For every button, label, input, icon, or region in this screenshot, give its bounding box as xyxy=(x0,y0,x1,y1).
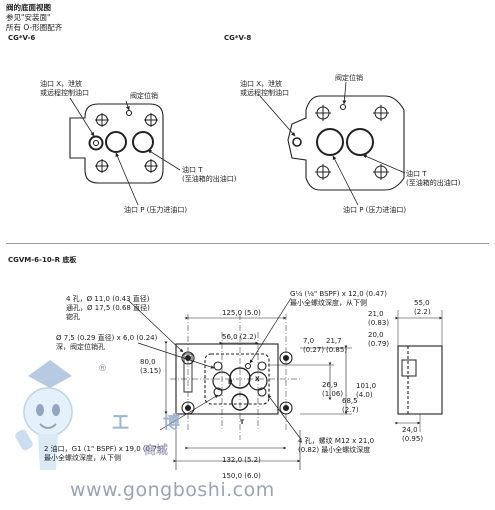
note-g14-port: G¹⁄₄ (¹⁄₄" BSPF) x 12,0 (0.47) 最小全螺纹深度，从… xyxy=(290,290,387,307)
mascot-robot xyxy=(15,360,73,470)
dim-101-0: 101,0 (4.0) xyxy=(356,382,377,399)
page-header: 阀的底面视图 参见"安装面" 所有 O-形圈配齐 xyxy=(6,3,62,33)
mark-p: P xyxy=(228,379,233,386)
right-port-x-label: 油口 X，泄放 或远程控制油口 xyxy=(240,80,289,97)
dim-125: 125,0 (5.0) xyxy=(222,309,261,317)
cgv8-leaders xyxy=(259,81,406,206)
subplate-leaders xyxy=(127,297,301,439)
dim-150: 150,0 (6.0) xyxy=(222,472,261,480)
left-port-t-label: 油口 T (至油箱的出油口) xyxy=(182,166,237,183)
right-port-p-label: 油口 P (压力进油口) xyxy=(343,206,407,214)
right-view-title: CG*V-8 xyxy=(224,34,252,42)
dim-80-0: 80,0 (3.15) xyxy=(140,358,162,375)
note-4-threads: 4 孔，螺纹 M12 x 21,0 (0.82) 最小全螺纹深度 xyxy=(298,437,375,454)
note-2-ports: 2 油口，G1 (1" BSPF) x 19,0 (0.75) 最小全螺纹深度，… xyxy=(44,445,164,462)
left-locating-pin-label: 阀定位销 xyxy=(130,92,158,100)
header-line-3: 所有 O-形圈配齐 xyxy=(6,23,63,32)
dim-56: 56,0 (2.2) xyxy=(222,333,257,341)
mark-x: X xyxy=(255,376,260,383)
watermark-url: www.gongboshi.com xyxy=(70,479,275,501)
cgv6-valve-outline xyxy=(69,103,164,184)
dim-132: 132,0 (5.2) xyxy=(222,456,261,464)
dim-21-7: 21,7 (0.85) xyxy=(326,337,348,354)
right-locating-pin-label: 阀定位销 xyxy=(335,74,363,82)
right-port-t-label: 油口 T (至油箱的出油口) xyxy=(406,170,461,187)
dim-21-0: 21,0 (0.83) xyxy=(368,310,390,327)
watermark-registered-mark: ® xyxy=(98,364,107,374)
section-divider xyxy=(6,243,489,244)
cgv6-leaders xyxy=(69,97,181,206)
dim-7: 7,0 (0.27) xyxy=(303,337,325,354)
note-locating-pin-hole: Ø 7,5 (0.29 直径) x 6,0 (0.24) 深，阀定位销孔 xyxy=(56,334,158,351)
dim-55-0: 55,0 (2.2) xyxy=(414,299,431,316)
subplate-dimensions xyxy=(164,316,352,470)
dim-24-0: 24,0 (0.95) xyxy=(402,426,424,443)
watermark-shop: 商城 xyxy=(144,443,169,457)
dim-68-5: 68,5 (2.7) xyxy=(342,397,359,414)
left-port-x-label: 油口 X，泄放 或远程控制油口 xyxy=(40,80,89,97)
dim-20-0: 20,0 (0.79) xyxy=(368,331,390,348)
subplate-title: CGVM-6-10-R 底板 xyxy=(8,256,77,264)
dim-26-9: 26,9 (1.06) xyxy=(322,381,344,398)
note-4-holes: 4 孔，Ø 11,0 (0.43 直径) 通孔，Ø 17,5 (0.68 直径)… xyxy=(66,295,150,321)
watermark-brand: 工 博 xyxy=(112,413,194,433)
mark-t: T xyxy=(240,419,245,426)
left-view-title: CG*V-6 xyxy=(8,34,36,42)
header-line-2: 参见"安装面" xyxy=(6,13,51,22)
header-line-1: 阀的底面视图 xyxy=(6,3,51,12)
left-port-p-label: 油口 P (压力进油口) xyxy=(124,206,188,214)
subplate-side-view xyxy=(395,310,443,432)
cgv8-valve-outline xyxy=(287,95,405,191)
